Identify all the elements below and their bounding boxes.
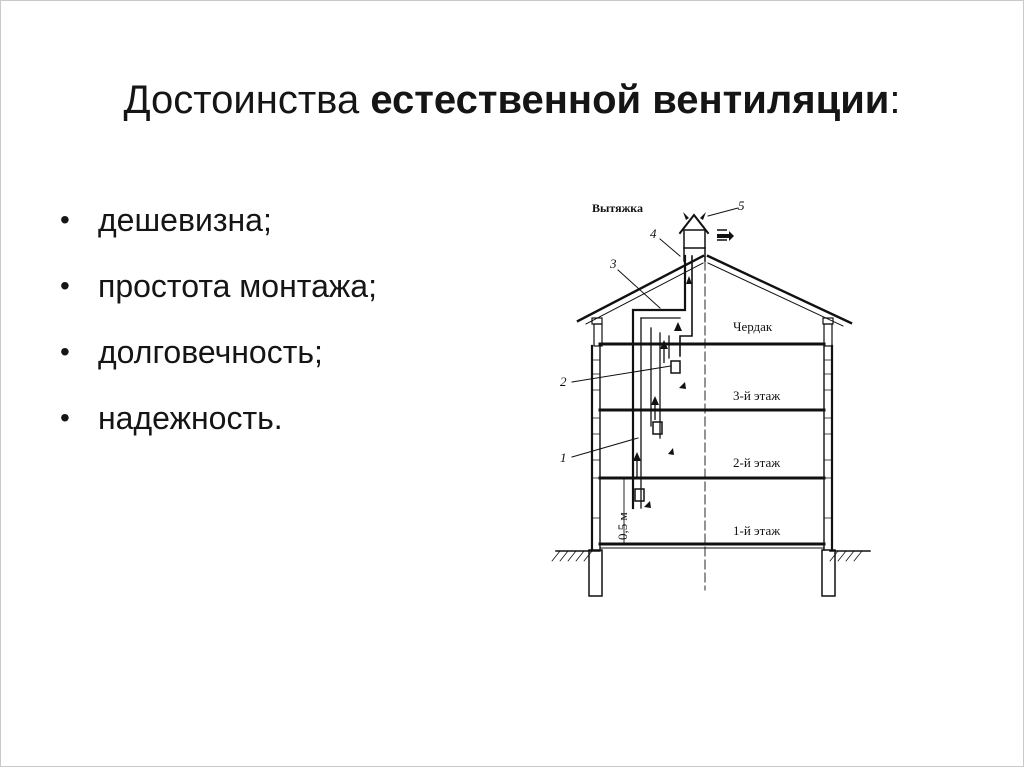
callout-5: 5 [738, 198, 745, 213]
label-floor3: 3-й этаж [733, 388, 781, 403]
chimney [678, 213, 710, 262]
label-attic: Чердак [733, 319, 773, 334]
title-colon: : [889, 78, 901, 122]
title-bold: естественной вентиляции [370, 78, 890, 122]
callout-1: 1 [560, 450, 567, 465]
ventilation-diagram: Вытяжка Чердак 3-й этаж 2-й этаж 1-й эта… [551, 198, 871, 597]
right-wall [821, 317, 836, 597]
label-floor2: 2-й этаж [733, 455, 781, 470]
callout-3: 3 [609, 256, 617, 271]
airflow-arrows [633, 212, 734, 508]
bullet-text: простота монтажа; [98, 268, 377, 304]
bullet-item: • простота монтажа; [60, 253, 377, 319]
bullet-text: надежность. [98, 400, 283, 436]
callout-leaders [571, 207, 739, 458]
bullet-text: долговечность; [98, 334, 323, 370]
bullet-dot-icon: • [60, 402, 70, 433]
roof [576, 254, 853, 327]
bullet-text: дешевизна; [98, 202, 272, 238]
callout-2: 2 [560, 374, 567, 389]
label-height: 0,5 м [615, 512, 630, 540]
title-normal: Достоинства [123, 78, 371, 122]
slide-title: Достоинства естественной вентиляции: [0, 72, 1024, 128]
bullet-dot-icon: • [60, 270, 70, 301]
duct-system [631, 254, 693, 510]
bullet-item: • дешевизна; [60, 187, 377, 253]
bullet-dot-icon: • [60, 204, 70, 235]
left-wall [588, 317, 603, 597]
bullet-list: • дешевизна; • простота монтажа; • долговеч… [60, 187, 377, 451]
bullet-dot-icon: • [60, 336, 70, 367]
label-exhaust: Вытяжка [592, 201, 643, 215]
label-floor1: 1-й этаж [733, 523, 781, 538]
bullet-item: • долговечность; [60, 319, 377, 385]
bullet-item: • надежность. [60, 385, 377, 451]
vent-grilles [634, 360, 681, 502]
callout-4: 4 [650, 226, 657, 241]
